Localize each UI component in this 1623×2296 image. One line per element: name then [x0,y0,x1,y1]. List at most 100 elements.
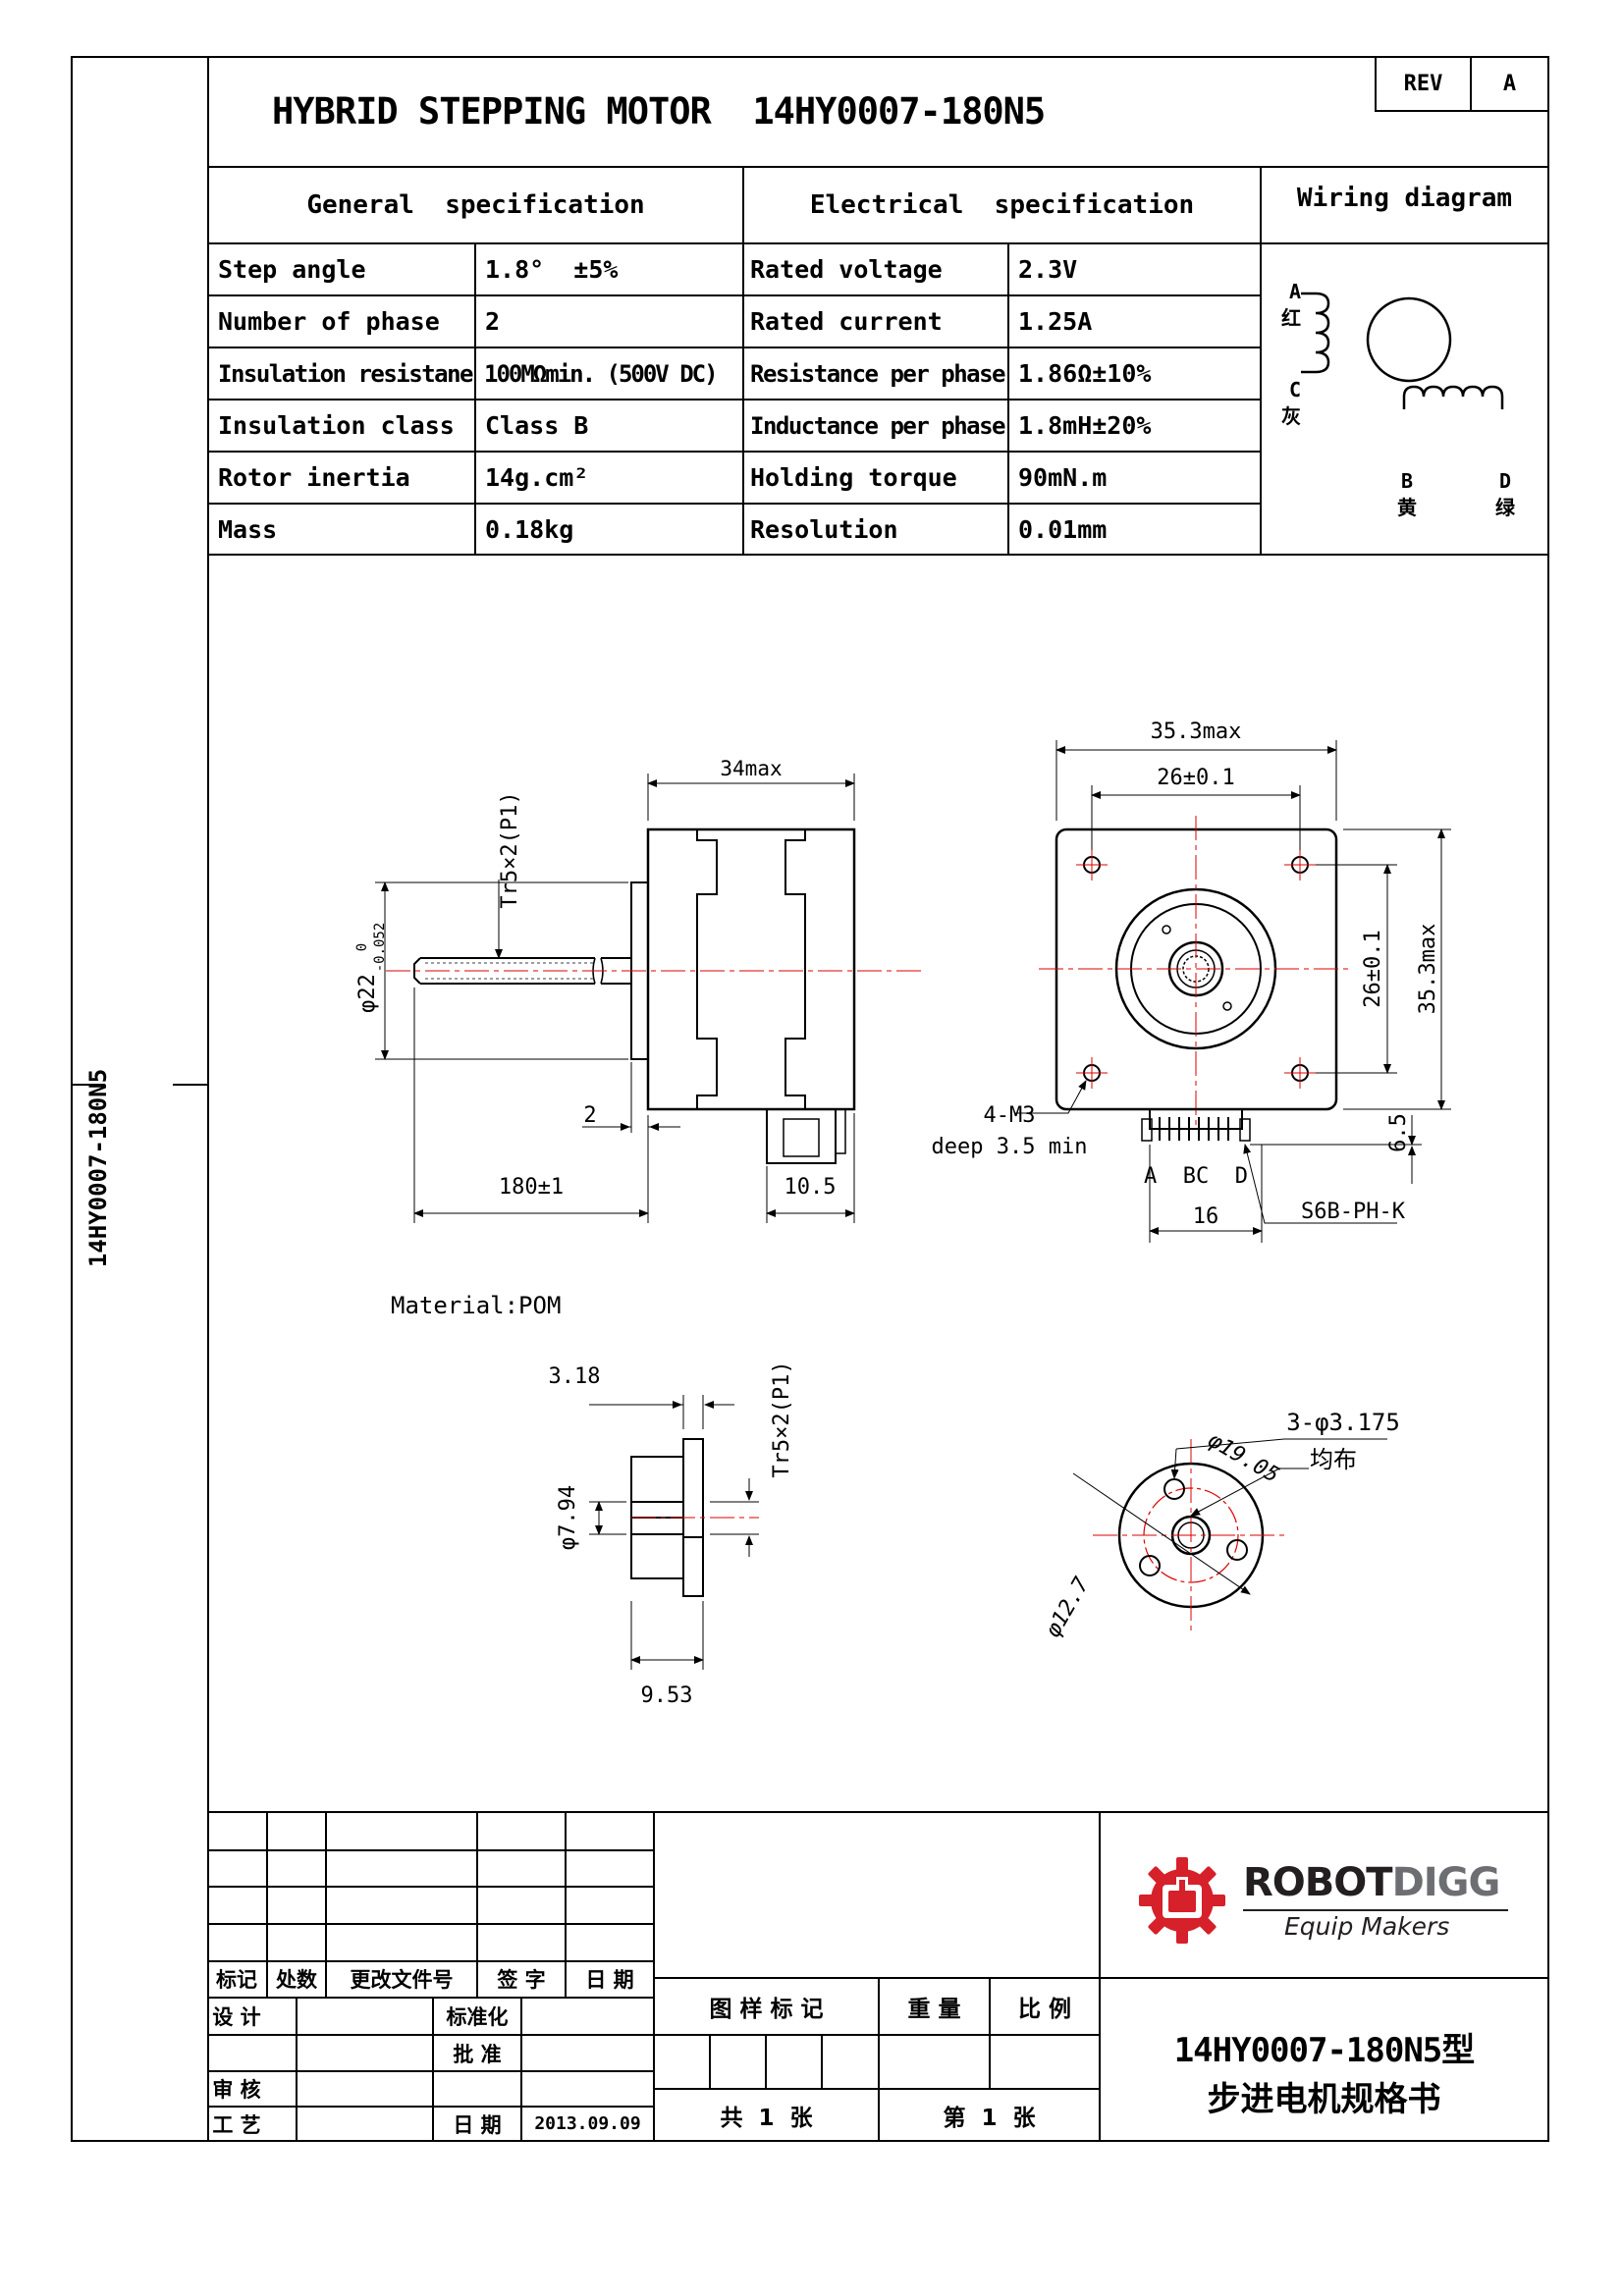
spec-label-resolution: Resolution [750,514,898,544]
spec-row-line-3 [207,399,1261,400]
connector-model: S6B-PH-K [1301,1200,1406,1224]
tb-rev-h3 [207,1923,654,1925]
tb-sig-v3 [520,1997,522,2142]
dim-6-5: 6.5 [1386,1113,1411,1152]
tb-rev-v1 [266,1811,268,1998]
tb-part-number: 14HY0007-180N5型 [1173,2030,1476,2070]
robotdigg-gear-logo-icon [1139,1857,1225,1944]
dim-26-w: 26±0.1 [1157,766,1234,790]
wire-c-label: C [1289,378,1301,401]
tb-date-label: 日 期 [453,2112,502,2137]
tb-rev-h1 [207,1849,654,1851]
dim-thread-nut: Tr5×2(P1) [770,1361,794,1477]
tb-sheets-total: 共 1 张 [720,2105,813,2131]
spec-header-bottom [207,242,1549,244]
mechanical-drawing: 34max Tr5×2(P1) φ22 0 -0.052 2 180±1 10.… [354,720,1451,1708]
spec-label-rotor-inertia: Rotor inertia [218,463,410,492]
wire-d-color: 绿 [1495,496,1516,519]
spec-col-4 [1260,166,1262,555]
tb-mid-v2 [989,1977,991,2090]
dim-phi22-tol-lower: -0.052 [372,923,388,973]
tb-mid-v4 [765,2034,767,2089]
spec-value-step-angle: 1.8° ±5% [485,255,619,284]
spec-row-line-2 [207,347,1261,348]
tb-rev-header-sign: 签 字 [497,1967,546,1992]
spec-row-line-1 [207,294,1261,296]
wire-b-color: 黄 [1397,496,1417,519]
side-tick-left [71,1084,105,1086]
tb-process-label: 工 艺 [212,2112,261,2137]
tb-sig-v1 [296,1997,298,2142]
dim-4-m3: 4-M3 [984,1103,1036,1128]
tb-mid-v5 [821,2034,823,2089]
tb-vline-logo [1099,1811,1101,2142]
dim-10-5: 10.5 [784,1175,837,1200]
spec-value-rated-current: 1.25A [1018,307,1093,336]
wire-a-label: A [1289,280,1301,303]
spec-label-holding-torque: Holding torque [750,463,957,492]
spec-value-resistance: 1.86Ω±10% [1018,359,1152,388]
tb-date-value: 2013.09.09 [534,2113,641,2134]
flange-holes: 3-φ3.175 [1286,1409,1400,1436]
wire-a-color: 红 [1281,306,1301,330]
spec-label-insulation-class: Insulation class [218,411,455,440]
spec-value-holding-torque: 90mN.m [1018,463,1108,492]
dim-34max: 34max [720,757,782,780]
outer-border-top [71,56,1549,58]
dim-deep: deep 3.5 min [932,1135,1088,1159]
spec-value-mass: 0.18kg [485,514,574,544]
tb-doc-name: 步进电机规格书 [1207,2079,1441,2119]
dim-2: 2 [583,1103,596,1128]
spec-value-insulation-class: Class B [485,411,589,440]
tb-approve-label: 批 准 [453,2042,502,2066]
tb-weight-label: 重 量 [907,1997,961,2022]
tb-rev-h5 [207,1997,654,1999]
spec-label-mass: Mass [218,514,278,544]
rev-value: A [1502,72,1517,96]
spec-value-rotor-inertia: 14g.cm² [485,463,589,492]
tb-stage-label: 图 样 标 记 [709,1997,824,2022]
title-row-bottom [207,166,1549,168]
tb-sig-v2 [432,1997,434,2142]
tb-rev-header-mark: 标记 [216,1967,257,1992]
spec-row-line-5 [207,503,1261,505]
spec-value-phases: 2 [485,307,501,336]
wire-c-color: 灰 [1281,404,1301,428]
tb-mid-h2 [653,2034,1100,2036]
title-block-top [207,1811,1549,1813]
tb-review-label: 审 核 [212,2078,261,2102]
spec-value-rated-voltage: 2.3V [1018,255,1078,284]
tb-hline-logo-bottom [1099,1977,1549,1979]
tb-rev-header-date: 日 期 [585,1967,634,1992]
dim-phi19-05: φ19.05 [1204,1428,1283,1488]
logo-underline [1243,1909,1508,1911]
logo-brand-robot: ROBOT [1243,1860,1393,1905]
dim-9-53: 9.53 [641,1683,693,1708]
rev-box-left [1375,56,1377,112]
logo-brand: ROBOTDIGG [1243,1860,1501,1905]
tb-mid-v1 [878,1977,880,2142]
tb-rev-h4 [207,1960,654,1962]
dim-35-3max-h: 35.3max [1416,924,1440,1015]
tb-design-label: 设 计 [212,2005,261,2029]
tb-rev-v2 [325,1811,327,1998]
tb-sheet-no: 第 1 张 [943,2105,1036,2131]
tb-rev-h2 [207,1886,654,1888]
inner-border-left [207,56,209,2142]
dim-phi22-tol-upper: 0 [354,943,370,951]
logo-brand-digg: DIGG [1391,1860,1501,1905]
spec-table-bottom [207,554,1549,556]
spec-label-insulation-resistance: Insulation resistane [218,359,473,388]
outer-border-right [1547,56,1549,2142]
flange-holes-note: 均布 [1310,1446,1357,1473]
tb-rev-header-doc: 更改文件号 [350,1967,454,1992]
tb-vline-left-table [653,1811,655,2142]
tb-standard-label: 标准化 [446,2005,509,2029]
dim-35-3max-w: 35.3max [1151,720,1242,744]
side-tick-right [173,1084,208,1086]
dim-thread-side: Tr5×2(P1) [498,791,522,908]
spec-label-rated-voltage: Rated voltage [750,255,943,284]
wiring-diagram-header: Wiring diagram [1296,184,1513,213]
tb-rev-v3 [476,1811,478,1998]
tb-rev-header-count: 处数 [276,1967,317,1992]
